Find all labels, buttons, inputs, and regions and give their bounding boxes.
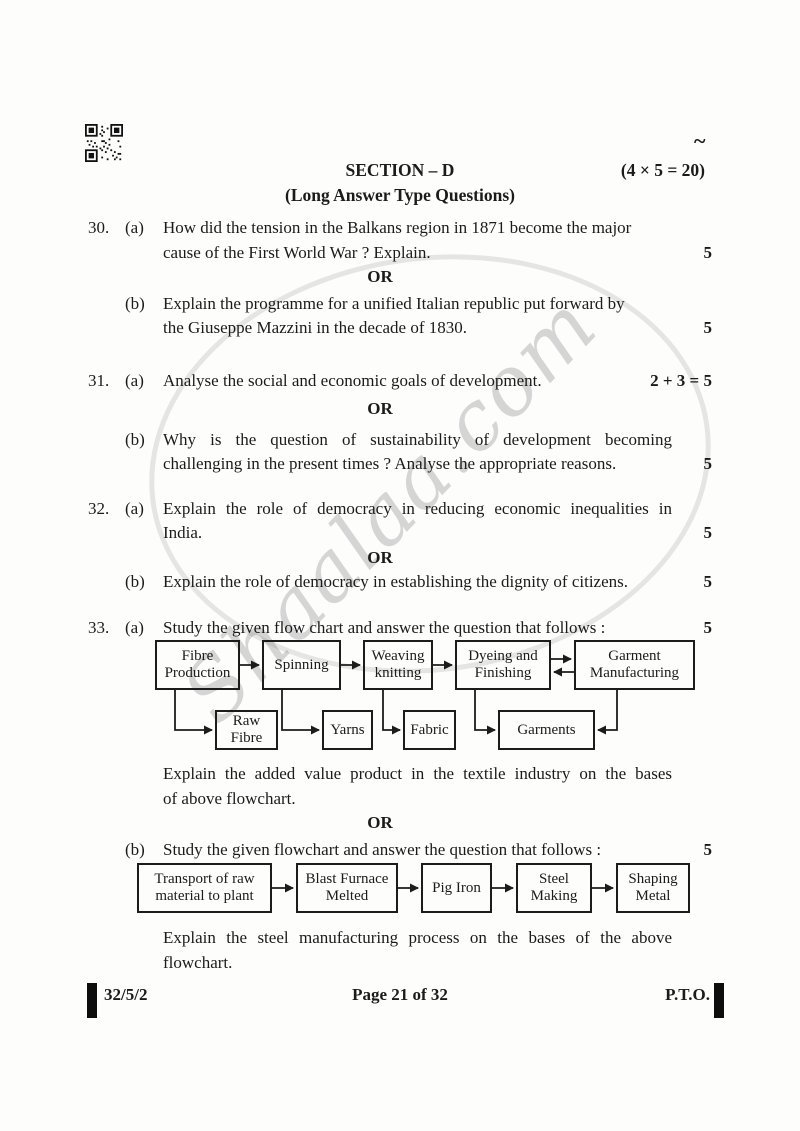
question-31a: 31. (a) Analyse the social and economic … <box>88 369 712 394</box>
question-31b: (b) Why is the question of sustainabilit… <box>88 428 712 477</box>
part-label: (a) <box>125 218 144 237</box>
question-line: How did the tension in the Balkans regio… <box>163 218 632 237</box>
question-32b: (b) Explain the role of democracy in est… <box>88 570 712 595</box>
part-label: (b) <box>125 572 145 591</box>
section-marks: (4 × 5 = 20) <box>620 160 705 180</box>
or-separator: OR <box>367 547 393 567</box>
flow-box-raw-fibre: Raw Fibre <box>215 710 278 750</box>
or-separator: OR <box>367 399 393 418</box>
flow-box-spinning: Spinning <box>262 640 341 690</box>
flowchart-arrows <box>272 883 614 893</box>
question-33b: (b) Study the given flowchart and answer… <box>88 838 712 863</box>
question-line: of above flowchart. <box>163 788 296 808</box>
tilde-mark: ~ <box>694 128 706 153</box>
question-line: flowchart. <box>163 952 233 972</box>
question-line: Why is the question of sustainability of… <box>163 429 672 449</box>
question-33a: 33. (a) Study the given flow chart and a… <box>88 616 712 641</box>
flow-box-weaving-knitting: Weaving knitting <box>363 640 433 690</box>
question-text: Explain the role of democracy in reducin… <box>163 497 672 546</box>
question-line: challenging in the present times ? Analy… <box>163 454 617 473</box>
question-text: Study the given flow chart and answer th… <box>163 616 672 641</box>
question-line: Explain the steel manufacturing process … <box>163 928 672 947</box>
marks-value: 5 <box>703 617 713 637</box>
question-32a: 32. (a) Explain the role of democracy in… <box>88 497 712 546</box>
question-number: 32. <box>88 498 110 518</box>
flow-box-fibre-production: Fibre Production <box>155 640 240 690</box>
marks-value: 5 <box>703 454 713 473</box>
qr-code <box>85 124 123 162</box>
footer-left-bar <box>87 983 97 1018</box>
question-33a-followup: Explain the added value product in the t… <box>163 762 712 811</box>
page-indicator: Page 21 of 32 <box>352 985 448 1004</box>
question-number: 33. <box>88 617 110 637</box>
flow-box-garments: Garments <box>498 710 595 750</box>
part-label: (a) <box>125 617 144 637</box>
question-33b-followup: Explain the steel manufacturing process … <box>163 926 712 975</box>
section-title: SECTION – D <box>345 160 455 180</box>
question-line: Explain the added value product in the t… <box>163 764 672 783</box>
question-line: Analyse the social and economic goals of… <box>163 370 542 390</box>
question-text: Why is the question of sustainability of… <box>163 428 672 477</box>
marks-value: 2 + 3 = 5 <box>650 370 712 390</box>
part-label: (b) <box>125 429 145 449</box>
question-text: Analyse the social and economic goals of… <box>163 369 672 394</box>
question-line: Explain the role of democracy in reducin… <box>163 498 672 518</box>
or-separator: OR <box>367 813 393 832</box>
question-line: the Giuseppe Mazzini in the decade of 18… <box>163 318 468 337</box>
flow-box-fabric: Fabric <box>403 710 456 750</box>
pto-label: P.T.O. <box>665 985 710 1004</box>
question-line: Explain the role of democracy in establi… <box>163 572 629 591</box>
question-line: cause of the First World War ? Explain. <box>163 242 431 262</box>
part-label: (a) <box>125 498 144 518</box>
paper-code: 32/5/2 <box>104 985 148 1004</box>
footer-right-bar <box>714 983 724 1018</box>
content: SECTION – D (4 × 5 = 20) (Long Answer Ty… <box>0 158 800 975</box>
flow-box-steel-making: Steel Making <box>516 863 592 913</box>
question-line: Study the given flowchart and answer the… <box>163 839 602 859</box>
marks-value: 5 <box>703 318 713 337</box>
question-line: India. <box>163 523 203 542</box>
question-text: Explain the role of democracy in establi… <box>163 570 672 595</box>
part-label: (a) <box>125 370 144 390</box>
question-30a: 30. (a) How did the tension in the Balka… <box>88 216 712 265</box>
flow-box-dyeing-finishing: Dyeing and Finishing <box>455 640 551 690</box>
flow-box-garment-manufacturing: Garment Manufacturing <box>574 640 695 690</box>
or-separator: OR <box>367 267 393 286</box>
flowchart-arrows <box>174 654 618 735</box>
flow-box-blast-furnace: Blast Furnace Melted <box>296 863 398 913</box>
question-text: Study the given flowchart and answer the… <box>163 838 672 863</box>
question-line: Study the given flow chart and answer th… <box>163 617 606 637</box>
question-number: 31. <box>88 370 110 390</box>
flow-box-yarns: Yarns <box>322 710 373 750</box>
marks-value: 5 <box>703 523 713 542</box>
question-line: Explain the programme for a unified Ital… <box>163 293 625 313</box>
flow-box-pig-iron: Pig Iron <box>421 863 492 913</box>
question-number: 30. <box>88 218 110 237</box>
part-label: (b) <box>125 293 145 313</box>
marks-value: 5 <box>703 572 713 591</box>
marks-value: 5 <box>703 839 713 859</box>
textile-flowchart: Fibre Production Spinning Weaving knitti… <box>88 640 712 752</box>
section-subtitle: (Long Answer Type Questions) <box>285 185 515 205</box>
question-text: Explain the programme for a unified Ital… <box>163 292 672 341</box>
question-30b: (b) Explain the programme for a unified … <box>88 292 712 341</box>
marks-value: 5 <box>703 242 713 262</box>
flow-box-shaping-metal: Shaping Metal <box>616 863 690 913</box>
question-text: How did the tension in the Balkans regio… <box>163 216 672 265</box>
part-label: (b) <box>125 839 145 859</box>
steel-flowchart: Transport of raw material to plant Blast… <box>88 863 712 915</box>
flow-box-transport-raw-material: Transport of raw material to plant <box>137 863 272 913</box>
section-heading-row: SECTION – D (4 × 5 = 20) <box>88 158 712 183</box>
